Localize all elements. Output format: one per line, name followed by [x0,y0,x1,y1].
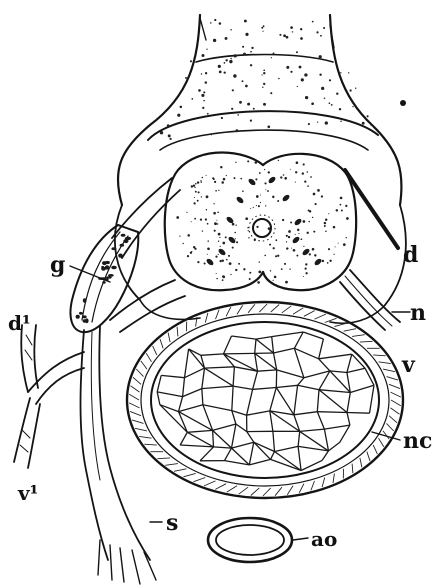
centrum-outline [140,300,385,323]
neural-spine [118,15,402,205]
dorsal-root-line [345,170,398,248]
notochord [127,302,403,498]
label-v: v [401,352,416,378]
label-d1: d¹ [8,311,31,335]
label-d: d [403,242,418,268]
nerve-branches [14,325,156,584]
label-v1: v¹ [17,481,38,505]
label-ao: ao [311,527,337,551]
label-n: n [410,300,426,326]
notochord-cells [157,332,374,471]
cord-grey-matter [176,160,348,284]
leader-lines [70,266,410,540]
stray-dot [400,100,406,106]
label-g: g [50,252,65,278]
label-nc: nc [403,428,432,454]
notochord-sheath-fibres [129,304,401,496]
label-s: s [166,510,178,536]
aorta [208,518,292,562]
